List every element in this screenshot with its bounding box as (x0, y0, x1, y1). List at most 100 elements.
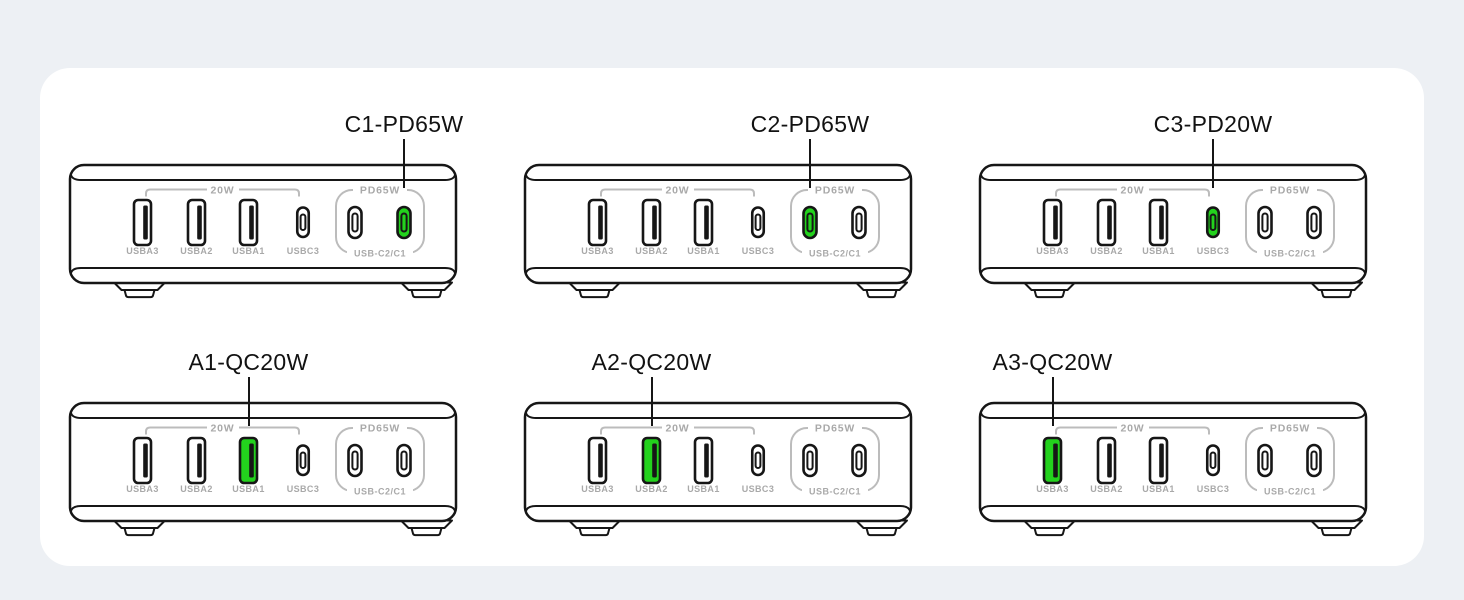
port-usb-c2 (1257, 205, 1273, 240)
port-usb-a3 (587, 198, 608, 247)
port-label-usba2: USBA2 (1090, 484, 1123, 494)
port-usb-a1 (693, 436, 714, 485)
charger-diagram-a1: 20W PD65W USB-C2/C1 (68, 349, 458, 541)
top-bevel-line (980, 412, 1366, 419)
bottom-bevel-line (980, 505, 1366, 512)
label-gap-mask (347, 485, 413, 497)
label-gap-mask (802, 485, 868, 497)
port-usb-c1 (396, 443, 412, 478)
port-label-usba2: USBA2 (635, 484, 668, 494)
port-label-usba1: USBA1 (232, 246, 265, 256)
port-usb-c1 (851, 443, 867, 478)
leader-line (1212, 139, 1214, 188)
port-usb-c1 (851, 205, 867, 240)
group-label-20w: 20W (211, 423, 235, 435)
label-gap-mask (808, 184, 862, 195)
group-label-20w: 20W (666, 185, 690, 197)
port-label-usba1: USBA1 (1142, 484, 1175, 494)
group-label-pd65w: PD65W (815, 423, 855, 435)
port-usb-c1 (1306, 443, 1322, 478)
port-label-usba1: USBA1 (232, 484, 265, 494)
port-usb-c1 (396, 205, 412, 240)
device-foot-right (400, 281, 453, 299)
port-usb-a2 (1096, 198, 1117, 247)
charger-device-drawing: 20W PD65W USB-C2/C1 (523, 401, 913, 537)
charger-diagram-c1: 20W PD65W USB-C2/C1 (68, 111, 463, 303)
bottom-bevel-line (525, 505, 911, 512)
leader-line (809, 139, 811, 188)
device-foot-right (1310, 281, 1363, 299)
port-usb-c2 (347, 443, 363, 478)
device-foot-left (113, 281, 166, 299)
charger-diagram-a2: 20W PD65W USB-C2/C1 (523, 349, 913, 541)
charger-diagram-c3: 20W PD65W USB-C2/C1 (978, 111, 1368, 303)
port-label-usba2: USBA2 (180, 484, 213, 494)
leader-line (247, 377, 250, 426)
leader-line (650, 377, 653, 426)
port-label-usba2: USBA2 (180, 246, 213, 256)
device-foot-left (568, 519, 621, 537)
charger-device-drawing: 20W PD65W USB-C2/C1 (68, 163, 458, 299)
charger-device-drawing: 20W PD65W USB-C2/C1 (68, 401, 458, 537)
label-gap-mask (1263, 422, 1317, 433)
port-label-usba1: USBA1 (687, 246, 720, 256)
device-foot-left (568, 281, 621, 299)
label-gap-mask (1117, 184, 1149, 195)
device-foot-right (1310, 519, 1363, 537)
charger-title-c3: C3-PD20W (1153, 111, 1273, 137)
group-label-20w: 20W (1121, 423, 1145, 435)
port-usb-a1 (238, 198, 259, 247)
port-label-usba1: USBA1 (687, 484, 720, 494)
group-label-usb-c2c1: USB-C2/C1 (354, 487, 406, 497)
label-gap-mask (353, 184, 407, 195)
port-usb-a3 (132, 198, 153, 247)
label-gap-mask (353, 422, 407, 433)
port-label-usbc3: USBC3 (1197, 484, 1230, 494)
top-bevel-line (525, 412, 911, 419)
group-label-usb-c2c1: USB-C2/C1 (809, 487, 861, 497)
label-gap-mask (662, 184, 694, 195)
label-gap-mask (802, 247, 868, 259)
top-bevel-line (525, 174, 911, 181)
label-gap-mask (1257, 247, 1323, 259)
device-foot-right (400, 519, 453, 537)
port-usb-c2 (1257, 443, 1273, 478)
port-usb-a1 (693, 198, 714, 247)
port-usb-a2 (1096, 436, 1117, 485)
device-foot-left (113, 519, 166, 537)
group-label-pd65w: PD65W (360, 185, 400, 197)
group-label-usb-c2c1: USB-C2/C1 (354, 249, 406, 259)
bottom-bevel-line (70, 505, 456, 512)
port-usb-c3 (750, 444, 766, 477)
top-bevel-line (980, 174, 1366, 181)
port-usb-a1 (1148, 436, 1169, 485)
port-usb-c3 (750, 206, 766, 239)
label-gap-mask (808, 422, 862, 433)
port-label-usbc3: USBC3 (287, 246, 320, 256)
port-label-usba3: USBA3 (126, 246, 159, 256)
port-usb-c3 (1205, 206, 1221, 239)
group-label-usb-c2c1: USB-C2/C1 (1264, 487, 1316, 497)
charger-title-c2: C2-PD65W (750, 111, 870, 137)
group-label-pd65w: PD65W (1270, 423, 1310, 435)
port-label-usba2: USBA2 (1090, 246, 1123, 256)
charger-diagram-c2: 20W PD65W USB-C2/C1 (523, 111, 913, 303)
port-usb-c2 (802, 205, 818, 240)
device-foot-right (855, 519, 908, 537)
port-label-usba3: USBA3 (581, 246, 614, 256)
bottom-bevel-line (525, 267, 911, 274)
top-bevel-line (70, 174, 456, 181)
port-usb-a1 (1148, 198, 1169, 247)
port-label-usbc3: USBC3 (742, 484, 775, 494)
group-label-pd65w: PD65W (360, 423, 400, 435)
port-label-usbc3: USBC3 (1197, 246, 1230, 256)
port-label-usba3: USBA3 (1036, 484, 1069, 494)
port-usb-a1 (238, 436, 259, 485)
charger-title-c1: C1-PD65W (344, 111, 464, 137)
label-gap-mask (662, 422, 694, 433)
port-label-usbc3: USBC3 (287, 484, 320, 494)
label-gap-mask (347, 247, 413, 259)
port-label-usba2: USBA2 (635, 246, 668, 256)
